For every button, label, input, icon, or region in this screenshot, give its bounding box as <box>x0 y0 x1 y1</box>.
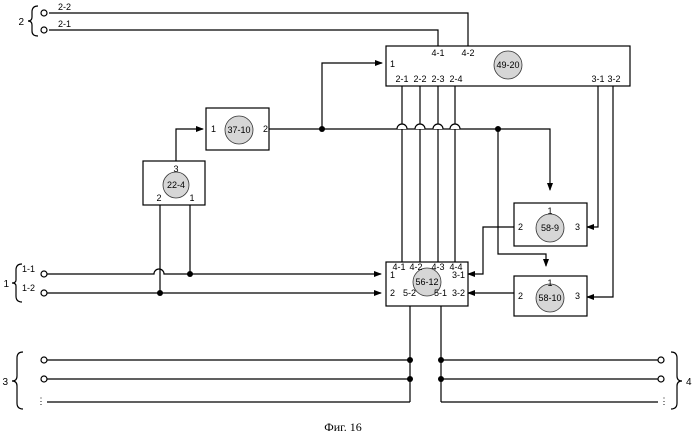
block-49-20-port-3-2: 3-2 <box>607 74 620 84</box>
block-22-4: 22-4 3 2 1 <box>143 161 205 205</box>
block-22-4-port-3: 3 <box>173 164 178 174</box>
block-49-20-port-2-4: 2-4 <box>449 74 462 84</box>
block-22-4-label: 22-4 <box>167 180 185 190</box>
block-22-4-port-2: 2 <box>156 193 161 203</box>
block-56-12-port-2: 2 <box>390 288 395 298</box>
block-49-20-port-2-3: 2-3 <box>431 74 444 84</box>
block-56-12-port-4-3: 4-3 <box>431 262 444 272</box>
block-49-20-port-2-1: 2-1 <box>395 74 408 84</box>
terminal-label-1-2: 1-2 <box>22 283 35 293</box>
figure-caption: Фиг. 16 <box>324 420 361 434</box>
block-49-20: 49-20 1 4-1 4-2 2-1 2-2 2-3 2-4 3-1 3-2 <box>386 46 630 86</box>
junction-dots <box>157 126 501 382</box>
block-58-10-port-2: 2 <box>518 291 523 301</box>
block-56-12-port-3-2: 3-2 <box>452 288 465 298</box>
block-58-9-port-2: 2 <box>518 222 523 232</box>
block-58-9: 58-9 1 2 3 <box>514 203 587 246</box>
terminal-label-2-2: 2-2 <box>58 2 71 12</box>
group-label-2: 2 <box>18 17 24 28</box>
block-56-12: 56-12 4-1 4-2 4-3 4-4 1 2 3-1 3-2 5-2 5-… <box>386 262 468 306</box>
block-22-4-port-1: 1 <box>189 193 194 203</box>
block-58-10-port-3: 3 <box>575 291 580 301</box>
block-37-10-port-1: 1 <box>211 124 216 134</box>
block-37-10-label: 37-10 <box>227 125 250 135</box>
block-56-12-port-5-2: 5-2 <box>403 288 416 298</box>
block-49-20-label: 49-20 <box>496 60 519 70</box>
terminal-label-2-1: 2-1 <box>58 19 71 29</box>
block-58-9-port-3: 3 <box>575 222 580 232</box>
terminal-label-1-1: 1-1 <box>22 264 35 274</box>
block-56-12-port-3-1: 3-1 <box>452 270 465 280</box>
block-49-20-port-4-1: 4-1 <box>431 48 444 58</box>
block-49-20-port-1: 1 <box>390 59 395 69</box>
block-56-12-port-5-1: 5-1 <box>434 288 447 298</box>
block-58-10-port-1: 1 <box>547 278 552 288</box>
block-58-10: 58-10 1 2 3 <box>514 276 587 316</box>
block-58-9-label: 58-9 <box>541 223 559 233</box>
block-49-20-port-2-2: 2-2 <box>413 74 426 84</box>
wire-crossings <box>397 124 460 129</box>
block-56-12-port-4-2: 4-2 <box>409 262 422 272</box>
block-49-20-port-3-1: 3-1 <box>591 74 604 84</box>
terminal-ellipsis-right: ⋮ <box>660 396 669 406</box>
block-56-12-port-1: 1 <box>390 270 395 280</box>
group-label-4: 4 <box>686 377 692 388</box>
terminal-ellipsis-left: ⋮ <box>37 396 46 406</box>
block-56-12-label: 56-12 <box>415 277 438 287</box>
group-label-1: 1 <box>3 279 9 290</box>
block-58-10-label: 58-10 <box>538 293 561 303</box>
block-37-10: 37-10 1 2 <box>206 108 269 150</box>
block-49-20-port-4-2: 4-2 <box>461 48 474 58</box>
group-label-3: 3 <box>2 377 8 388</box>
block-37-10-port-2: 2 <box>263 124 268 134</box>
block-58-9-port-1: 1 <box>547 206 552 216</box>
